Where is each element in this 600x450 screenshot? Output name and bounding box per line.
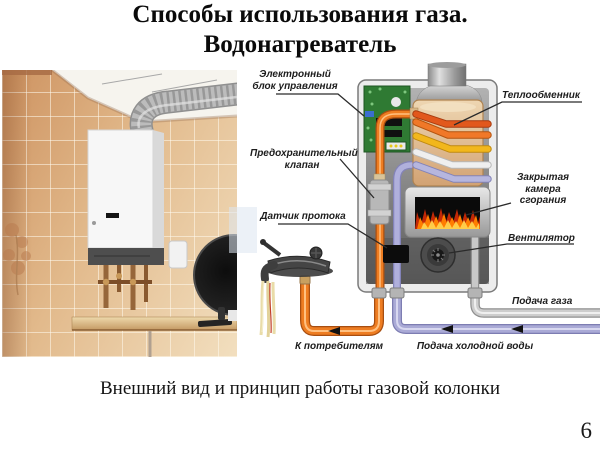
label-heat-exchanger: Теплообменник	[502, 90, 580, 101]
safety-valve	[367, 173, 392, 225]
slide-caption: Внешний вид и принцип работы газовой кол…	[99, 378, 500, 399]
hot-water-pipe	[300, 282, 384, 336]
heater-diagram-art	[259, 62, 600, 338]
fan	[420, 237, 456, 273]
label-electronic-unit: Электронный блок управления	[252, 69, 338, 92]
label-gas-supply: Подача газа	[512, 296, 573, 307]
slide-title-line1: Способы использования газа.	[132, 1, 468, 28]
flow-sensor	[383, 245, 409, 263]
flames	[415, 208, 480, 229]
label-fan: Вентилятор	[508, 233, 575, 244]
slide-title-line2: Водонагреватель	[203, 31, 397, 58]
exhaust-duct	[129, 82, 237, 146]
water-stream	[259, 280, 276, 338]
heater-photo-art	[2, 70, 237, 357]
heater-diagram: Электронный блок управления Предохраните…	[250, 62, 600, 370]
flow-arrows	[328, 325, 523, 335]
label-combustion-chamber: Закрытая камера сгорания	[516, 172, 570, 206]
chimney	[427, 62, 467, 87]
combustion-chamber	[404, 186, 491, 238]
overlay-artifact	[229, 207, 257, 253]
flower-decal	[3, 223, 31, 296]
slide-title: Способы использования газа. Водонагреват…	[0, 0, 600, 60]
tile-edge	[2, 70, 52, 75]
internal-hot-pipe	[375, 109, 416, 292]
label-to-consumers: К потребителям	[294, 341, 384, 352]
gas-supply-pipe	[470, 294, 600, 318]
heater-pipes	[98, 265, 152, 357]
label-flow-sensor: Датчик протока	[260, 211, 346, 222]
wall-heater	[87, 129, 164, 265]
faucet	[260, 239, 333, 283]
label-safety-valve: Предохранительный клапан	[250, 148, 358, 171]
wall-shadow	[2, 70, 32, 357]
exchanger-tubes	[412, 110, 492, 183]
leader-lines	[276, 93, 582, 254]
page-number: 6	[580, 418, 593, 443]
cold-water-pipe	[392, 294, 600, 334]
dispenser	[168, 240, 188, 269]
shelf	[71, 307, 237, 331]
heater-photo	[2, 70, 237, 357]
internal-cold-pipe	[393, 161, 417, 290]
label-cold-water-supply: Подача холодной воды	[416, 341, 534, 352]
